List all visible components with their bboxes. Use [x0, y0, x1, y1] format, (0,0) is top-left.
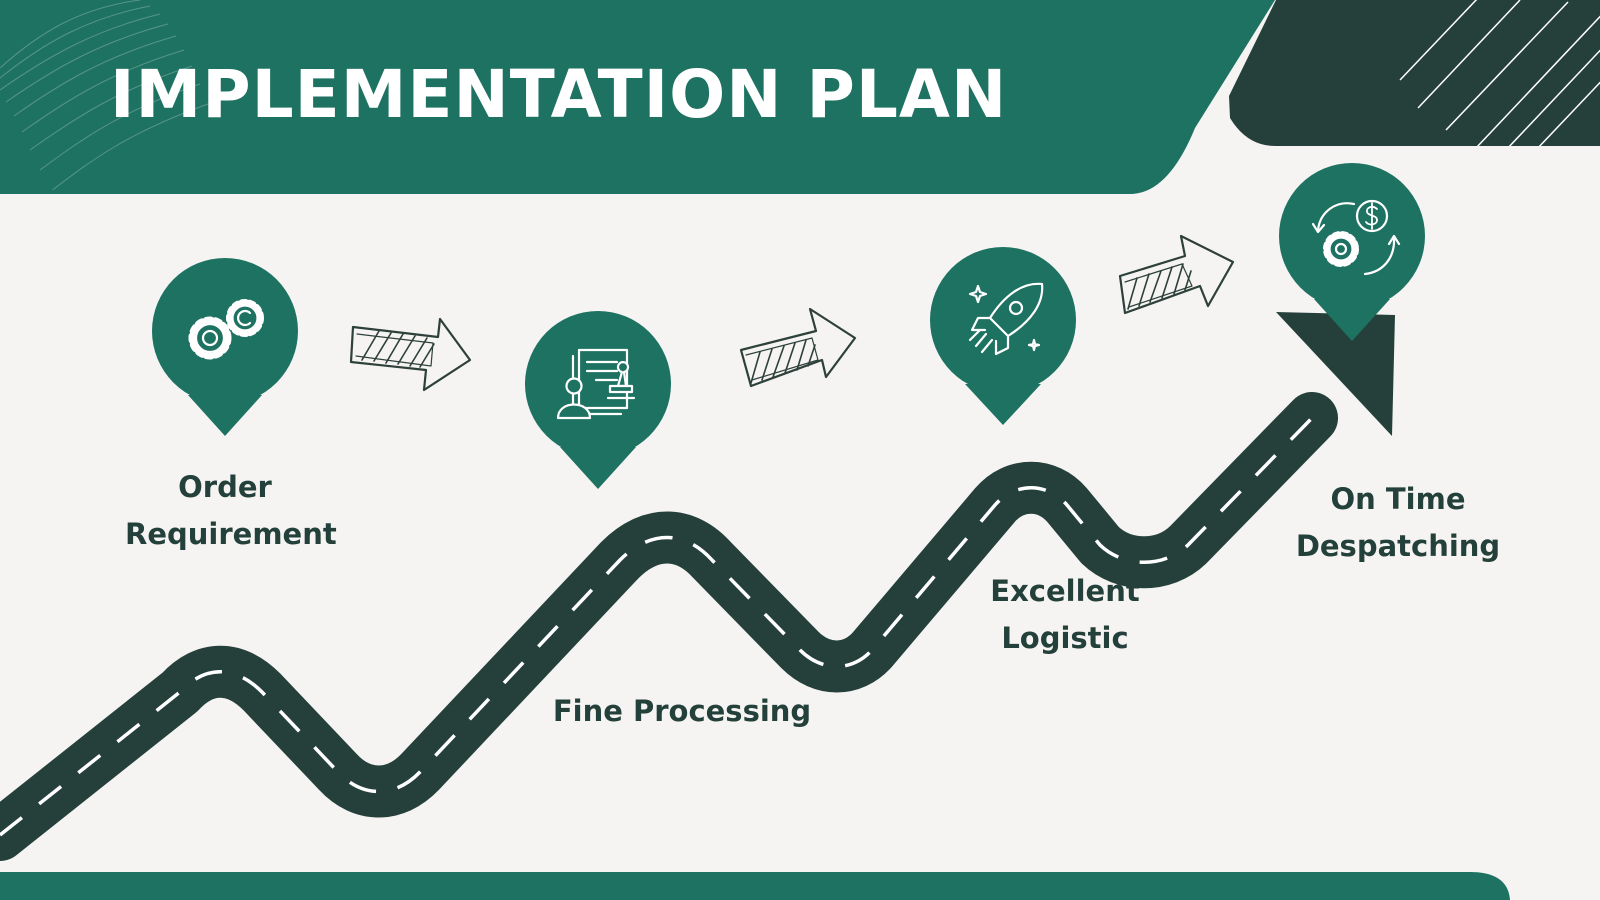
header-wave-lines — [0, 0, 209, 190]
step-2-pin — [525, 311, 671, 489]
step-4-label: On Time Despatching — [1295, 482, 1501, 563]
step-3-pin — [930, 247, 1076, 425]
sketch-arrow-1 — [349, 317, 472, 392]
header-dark-band — [1229, 0, 1600, 146]
page-title: IMPLEMENTATION PLAN — [110, 56, 1008, 133]
document-stamp-icon — [556, 348, 636, 420]
step-4-pin — [1279, 163, 1425, 341]
step-1-pin — [152, 258, 298, 436]
sketch-arrow-3 — [1118, 234, 1235, 315]
step-2-label: Fine Processing — [552, 694, 812, 728]
footer-band — [0, 872, 1510, 900]
gear-dollar-cycle-icon — [1311, 199, 1401, 276]
road-arrow-head — [1276, 312, 1395, 436]
winding-road — [0, 392, 1338, 861]
header-green-band — [0, 0, 1275, 194]
step-3-label: Excellent Logistic — [990, 574, 1140, 655]
gears-icon — [188, 299, 264, 360]
rocket-icon — [968, 282, 1044, 356]
step-1-label: Order Requirement — [125, 470, 337, 551]
header-stripes — [1399, 0, 1600, 146]
sketch-arrow-2 — [739, 307, 857, 388]
